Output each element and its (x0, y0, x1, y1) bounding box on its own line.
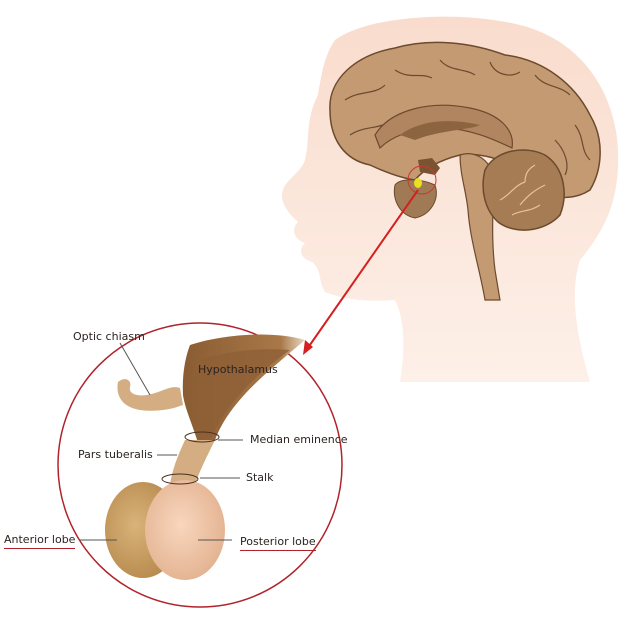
label-stalk: Stalk (246, 471, 274, 484)
label-median-eminence: Median eminence (250, 433, 348, 446)
label-pars-tuberalis: Pars tuberalis (78, 448, 153, 461)
label-optic-chiasm: Optic chiasm (73, 330, 145, 343)
pituitary-location-circle (407, 165, 437, 195)
label-anterior-lobe: Anterior lobe (4, 534, 76, 549)
zoom-arrow (304, 189, 419, 353)
leader-lines (80, 342, 243, 541)
arrowhead-icon (303, 340, 313, 355)
magnified-pituitary (105, 334, 305, 580)
label-posterior-lobe: Posterior lobe (240, 536, 316, 551)
pituitary-highlight (414, 178, 422, 188)
label-hypothalamus: Hypothalamus (198, 363, 278, 376)
